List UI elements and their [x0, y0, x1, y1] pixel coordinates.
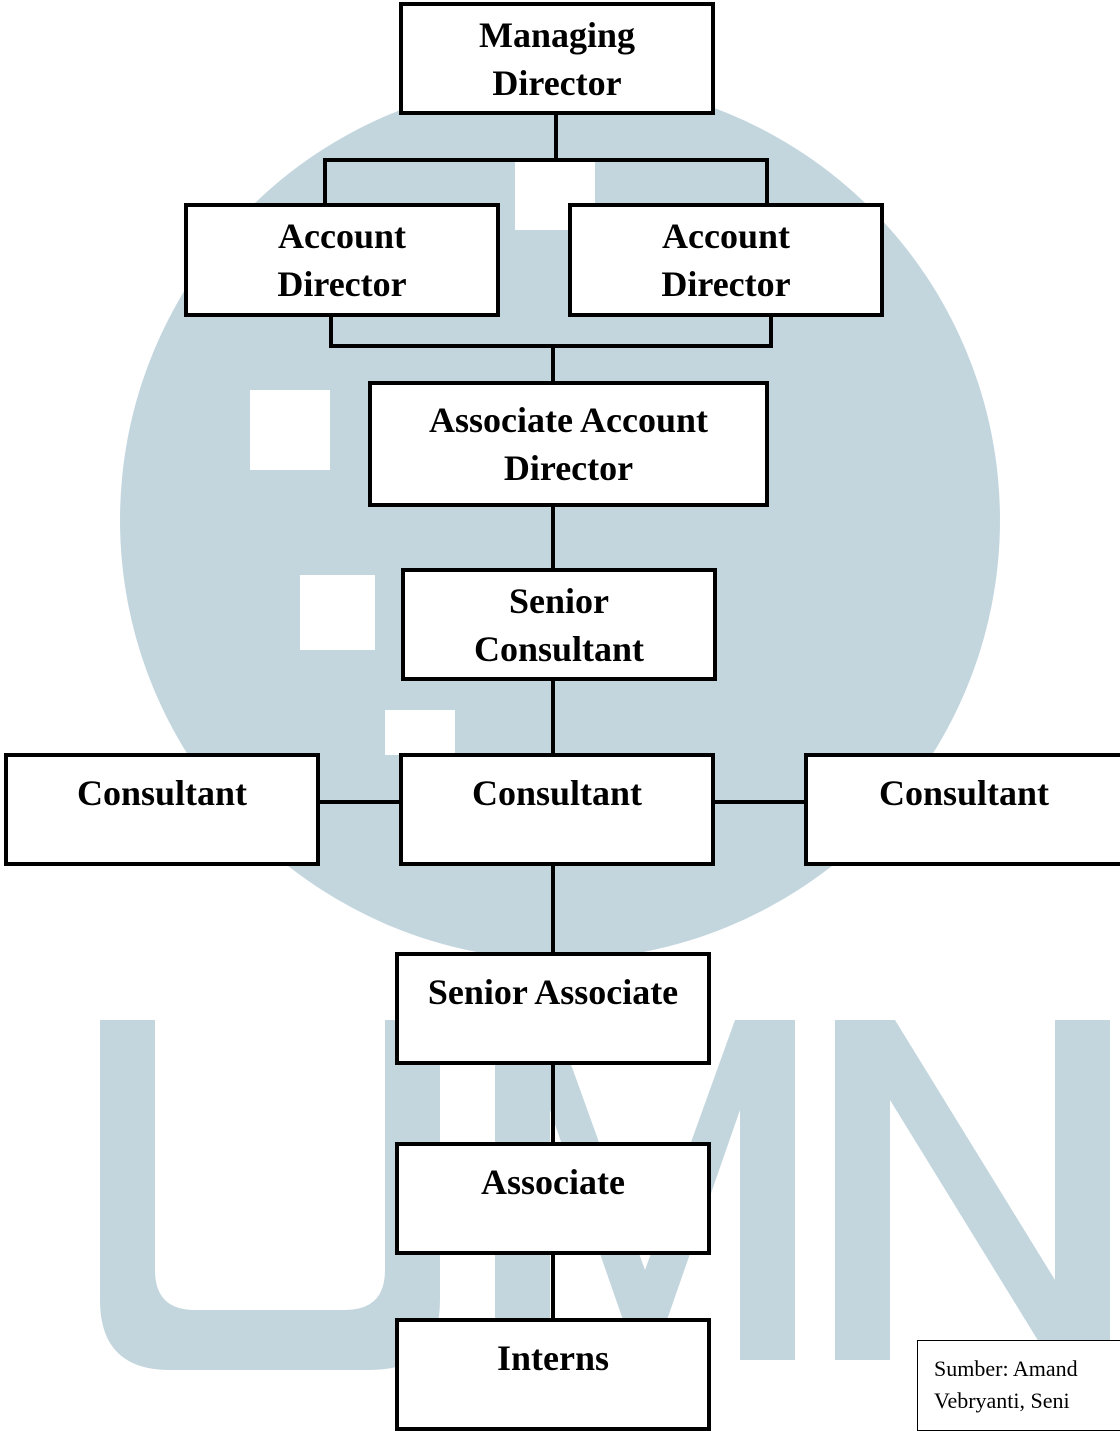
account-director-right-label-line1: Account	[661, 216, 790, 256]
senior-associate-box: Senior Associate	[395, 952, 711, 1065]
account-director-box-right: Account Director	[568, 203, 884, 317]
source-caption-box: Sumber: Amand Vebryanti, Seni	[917, 1340, 1120, 1431]
senior-consultant-box: Senior Consultant	[401, 568, 717, 681]
managing-director-label-line2: Director	[492, 62, 622, 103]
senior-consultant-label-line1: Senior	[508, 580, 609, 621]
account-director-right-label-line2: Director	[661, 264, 791, 304]
interns-box: Interns	[395, 1318, 711, 1431]
consultant-right-label: Consultant	[878, 773, 1050, 813]
consultant-box-middle: Consultant	[399, 753, 715, 866]
interns-label: Interns	[496, 1338, 609, 1378]
source-caption-line1: Sumber: Amand	[934, 1356, 1078, 1381]
account-director-box-left: Account Director	[184, 203, 500, 317]
managing-director-box: Managing Director	[399, 2, 715, 115]
account-director-left-label-line2: Director	[277, 264, 407, 304]
associate-account-director-label-line1: Associate Account	[429, 400, 708, 440]
associate-label: Associate	[481, 1162, 625, 1202]
associate-box: Associate	[395, 1142, 711, 1255]
associate-account-director-label-line2: Director	[503, 448, 634, 488]
consultant-box-left: Consultant	[4, 753, 320, 866]
consultant-middle-label: Consultant	[471, 773, 643, 813]
account-director-left-label-line1: Account	[277, 216, 406, 256]
senior-associate-label: Senior Associate	[427, 972, 679, 1012]
source-caption-line2: Vebryanti, Seni	[934, 1388, 1070, 1413]
consultant-box-right: Consultant	[804, 753, 1120, 866]
associate-account-director-box: Associate Account Director	[368, 381, 769, 507]
consultant-left-label: Consultant	[76, 773, 248, 813]
senior-consultant-label-line2: Consultant	[473, 628, 645, 669]
managing-director-label-line1: Managing	[478, 14, 636, 55]
